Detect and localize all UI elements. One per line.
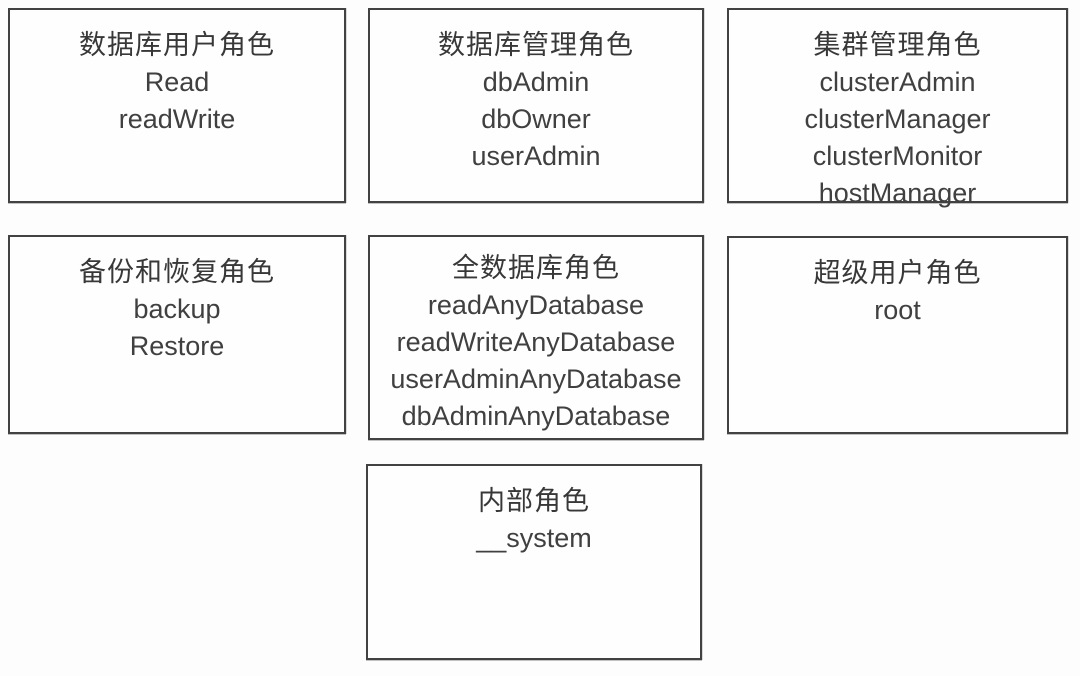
role-item: Restore bbox=[129, 331, 225, 361]
role-group-box-database-user-roles: 数据库用户角色 Read readWrite bbox=[8, 8, 346, 203]
role-group-title: 全数据库角色 bbox=[452, 253, 620, 283]
role-item: readAnyDatabase bbox=[427, 290, 645, 320]
role-group-title: 内部角色 bbox=[478, 486, 590, 516]
role-group-box-database-admin-roles: 数据库管理角色 dbAdmin dbOwner userAdmin bbox=[368, 8, 704, 203]
role-item: dbOwner bbox=[481, 104, 591, 134]
role-group-box-superuser-roles: 超级用户角色 root bbox=[727, 236, 1068, 434]
role-item: hostManager bbox=[818, 178, 977, 208]
role-item: backup bbox=[133, 294, 221, 324]
role-item: root bbox=[874, 295, 921, 325]
role-item: userAdminAnyDatabase bbox=[390, 364, 682, 394]
role-item: clusterManager bbox=[804, 104, 991, 134]
role-item: dbAdminAnyDatabase bbox=[401, 401, 671, 431]
role-item: clusterAdmin bbox=[819, 67, 976, 97]
role-item: __system bbox=[476, 523, 592, 553]
role-group-title: 集群管理角色 bbox=[813, 30, 982, 60]
role-group-box-internal-roles: 内部角色 __system bbox=[366, 464, 702, 660]
role-item: readWrite bbox=[118, 104, 236, 134]
role-group-box-backup-restore-roles: 备份和恢复角色 backup Restore bbox=[8, 235, 346, 434]
role-group-title: 数据库用户角色 bbox=[79, 30, 275, 60]
role-item: userAdmin bbox=[471, 141, 601, 171]
role-item: Read bbox=[144, 67, 210, 97]
role-group-title: 数据库管理角色 bbox=[438, 30, 634, 60]
role-group-box-all-database-roles: 全数据库角色 readAnyDatabase readWriteAnyDatab… bbox=[368, 235, 704, 440]
role-item: dbAdmin bbox=[482, 67, 590, 97]
role-group-title: 备份和恢复角色 bbox=[79, 257, 275, 287]
role-item: clusterMonitor bbox=[812, 141, 983, 171]
role-group-title: 超级用户角色 bbox=[813, 258, 982, 288]
role-group-box-cluster-admin-roles: 集群管理角色 clusterAdmin clusterManager clust… bbox=[727, 8, 1068, 208]
role-item: readWriteAnyDatabase bbox=[396, 327, 676, 357]
